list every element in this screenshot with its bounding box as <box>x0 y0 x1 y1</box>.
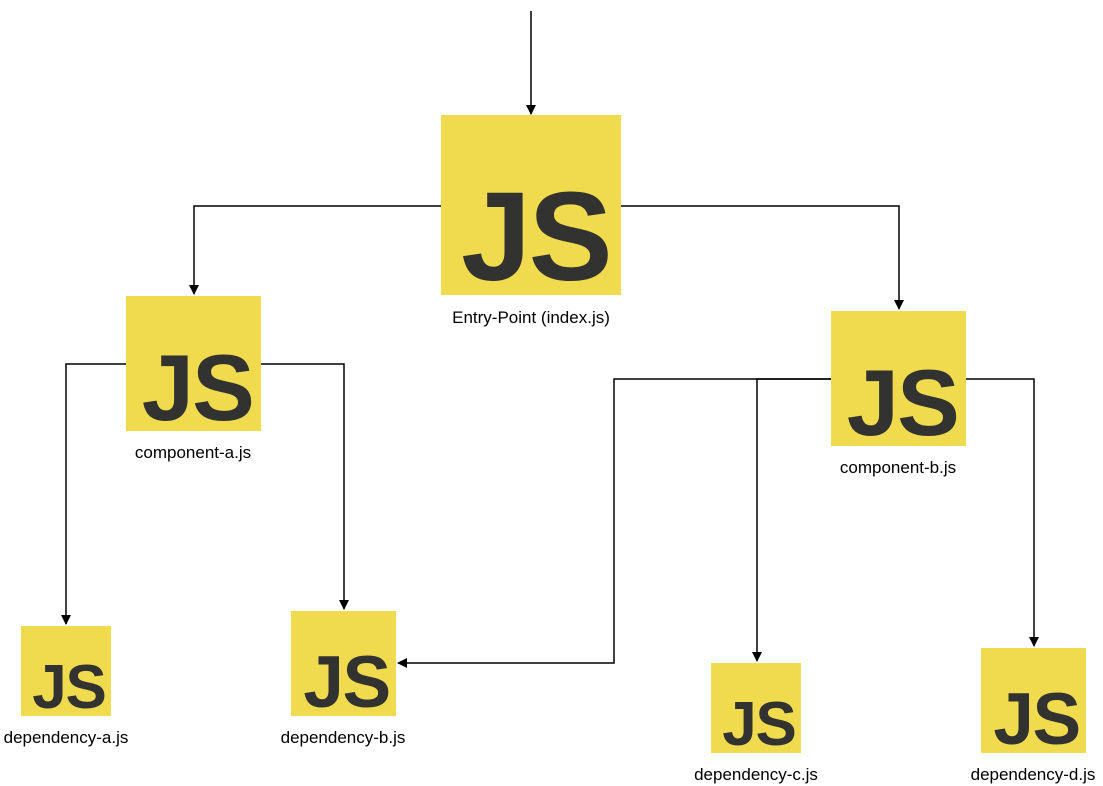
dependency-b-js-logo-icon: JS <box>291 611 396 724</box>
edge-component-b-to-dependency-b <box>397 378 831 668</box>
dependency-c-js-logo-icon: JS <box>711 663 801 759</box>
component-b-js-logo-icon: JS <box>831 311 966 450</box>
component-a-js-logo-icon: JS <box>126 296 261 435</box>
js-logo-text: JS <box>461 166 613 308</box>
js-logo-text: JS <box>846 350 960 456</box>
edge-component-b-to-dependency-c <box>752 378 831 662</box>
dependency-a-label: dependency-a.js <box>3 728 129 747</box>
js-logo-text: JS <box>303 642 391 724</box>
edge-component-b-to-dependency-d <box>966 378 1039 647</box>
edge-component-a-to-dependency-b <box>261 363 349 610</box>
js-logo-text: JS <box>141 335 255 441</box>
js-logo-text: JS <box>993 679 1081 761</box>
dependency-d-label: dependency-d.js <box>970 765 1096 784</box>
edge-entry-to-component-b <box>621 205 904 310</box>
edge-component-a-to-dependency-a <box>61 363 126 625</box>
dependency-b-label: dependency-b.js <box>280 728 406 747</box>
component-a-label: component-a.js <box>134 443 252 462</box>
component-b-label: component-b.js <box>839 458 957 477</box>
entry-point-label: Entry-Point (index.js) <box>452 308 610 327</box>
dependency-a-js-logo-icon: JS <box>21 626 111 722</box>
entry-point-js-logo-icon: JS <box>441 115 621 300</box>
js-logo-text: JS <box>722 689 797 759</box>
dependency-d-js-logo-icon: JS <box>981 648 1086 761</box>
dependency-c-label: dependency-c.js <box>694 765 818 784</box>
edge-entry-to-component-a <box>189 205 441 295</box>
js-logo-text: JS <box>32 652 107 722</box>
